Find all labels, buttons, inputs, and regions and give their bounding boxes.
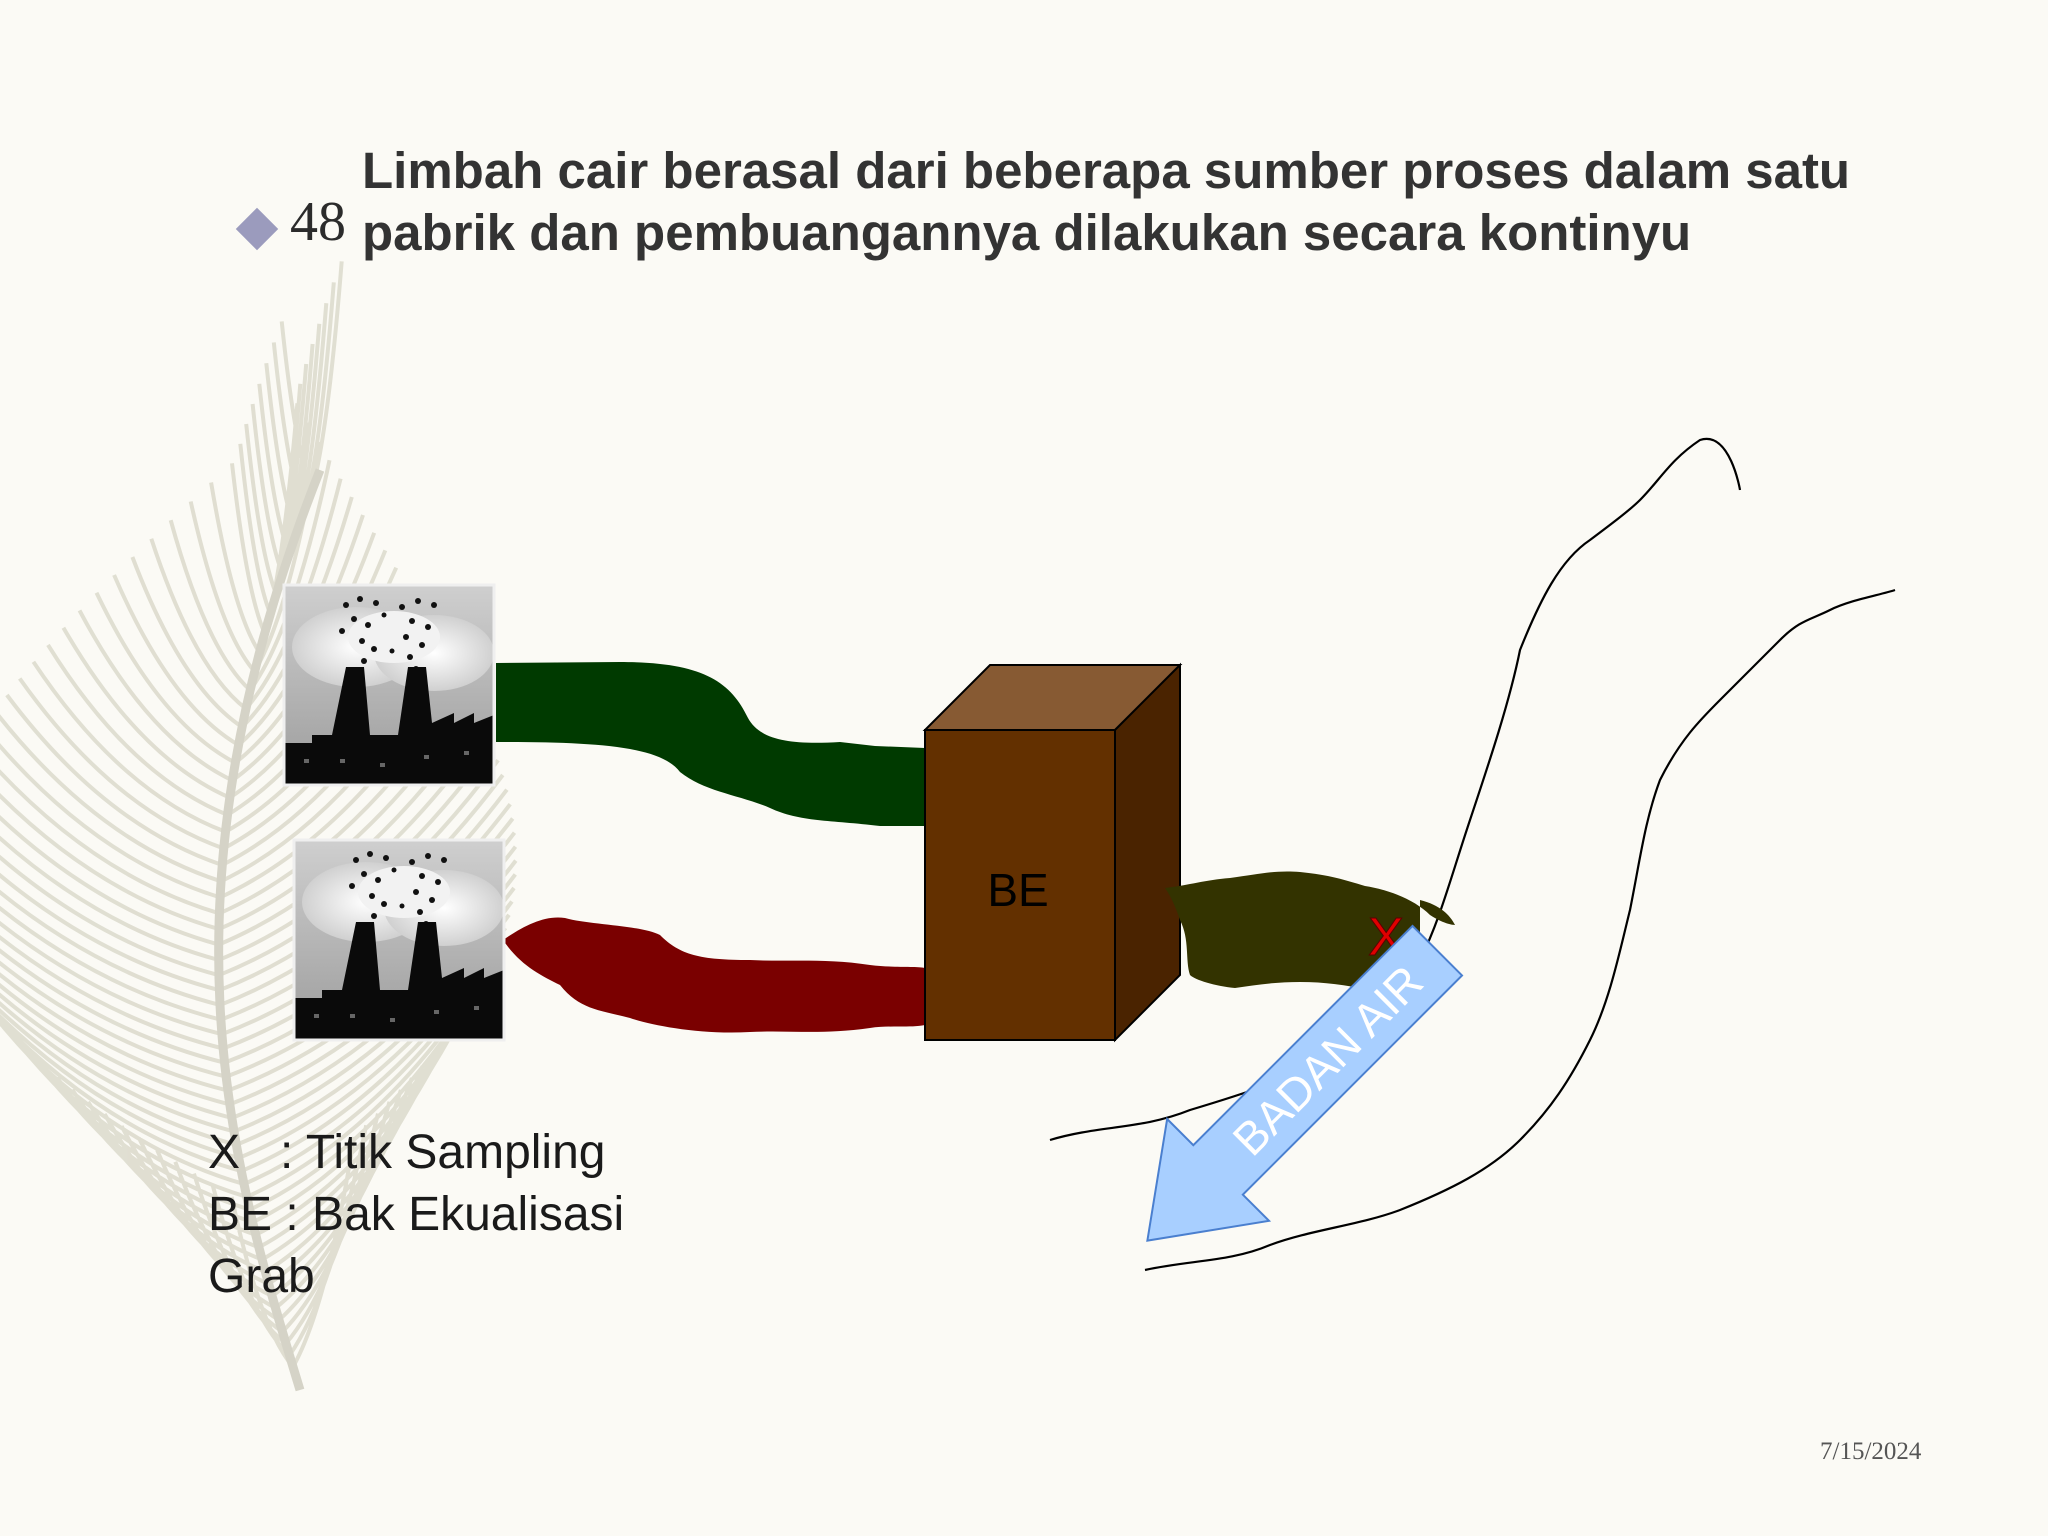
tank-front-face: [924, 729, 1116, 1041]
legend-sep: :: [240, 1126, 306, 1179]
legend-key: Grab: [208, 1250, 315, 1303]
legend-sep: :: [272, 1188, 313, 1241]
legend-key: BE: [208, 1188, 273, 1241]
pipe-red: [503, 917, 925, 1033]
slide-title: Limbah cair berasal dari beberapa sumber…: [362, 142, 1851, 261]
legend-row-tank: BE : Bak Ekualisasi: [208, 1184, 624, 1246]
arrow-shape: [1146, 924, 1464, 1242]
bullet-item: 48 Limbah cair berasal dari beberapa sum…: [235, 140, 1938, 340]
river-bank-lower: [1144, 588, 1896, 1272]
legend-desc: Bak Ekualisasi: [312, 1188, 625, 1241]
equalization-tank: BE: [922, 662, 1183, 1043]
factory-icon: [282, 583, 496, 787]
factory-icon: [292, 838, 506, 1042]
legend: X : Titik Sampling BE : Bak Ekualisasi G…: [208, 1122, 624, 1308]
diamond-bullet-icon: [235, 207, 279, 251]
slide-date: 7/15/2024: [1820, 1438, 1922, 1465]
river-bank-upper: [1049, 437, 1742, 1142]
pipe-green: [496, 662, 925, 826]
legend-desc: Titik Sampling: [305, 1126, 606, 1179]
legend-row-sampling: X : Titik Sampling: [208, 1122, 624, 1184]
tank-side-face: [1114, 662, 1181, 1043]
legend-row-grab: Grab: [208, 1246, 624, 1308]
river-label: BADAN AIR: [1223, 955, 1433, 1165]
slide-number: 48: [290, 191, 346, 253]
legend-key: X: [208, 1126, 241, 1179]
tank-label: BE: [987, 864, 1048, 916]
